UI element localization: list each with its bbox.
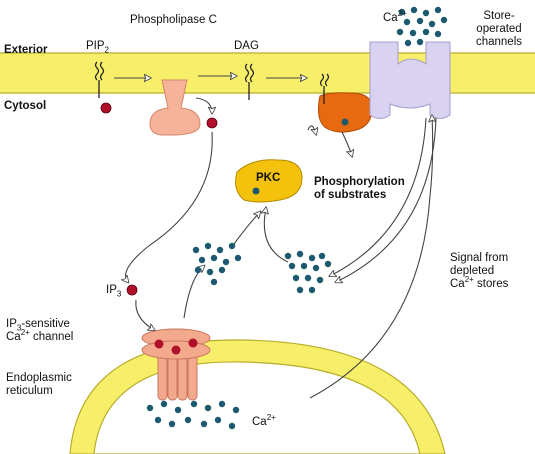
label-pkc: PKC	[256, 172, 281, 184]
calcium-ion	[154, 416, 162, 424]
ip3-sensitive-channel	[141, 328, 211, 401]
calcium-ion	[210, 254, 218, 262]
calcium-ion	[210, 278, 218, 286]
calcium-ion	[218, 266, 226, 274]
activated-pkc	[318, 73, 373, 133]
calcium-ion	[200, 420, 208, 428]
calcium-ion	[404, 39, 412, 47]
calcium-ion	[292, 274, 300, 282]
calcium-ion	[416, 17, 424, 25]
label-phospholipase-c: Phospholipase C	[130, 14, 217, 26]
label-phosphorylation: Phosphorylation of substrates	[314, 176, 405, 201]
calcium-ion	[204, 404, 212, 412]
calcium-ion	[184, 416, 192, 424]
calcium-ion	[318, 252, 326, 260]
calcium-ion	[396, 28, 404, 36]
calcium-ion	[296, 286, 304, 294]
calcium-ion	[204, 242, 212, 250]
label-ca-er: Ca2+	[252, 413, 276, 428]
calcium-ion	[428, 20, 436, 28]
label-ca-exterior: Ca2+	[383, 9, 407, 24]
calcium-ion	[308, 254, 316, 262]
calcium-ion	[206, 268, 214, 276]
label-ip3-sensitive-channel: IP3-sensitive Ca2+ channel	[6, 318, 74, 343]
label-cytosol: Cytosol	[4, 100, 47, 112]
calcium-ions-cytosol-right	[284, 250, 332, 294]
endoplasmic-reticulum	[69, 339, 446, 454]
label-ip3: IP3	[106, 284, 122, 299]
calcium-ion	[194, 266, 202, 274]
label-pip2: PIP2	[86, 40, 109, 55]
pip2-lipid	[94, 61, 112, 114]
ip3-molecule	[126, 284, 138, 296]
calcium-ion	[232, 406, 240, 414]
membrane-arrows	[114, 76, 306, 78]
calcium-ion	[422, 9, 430, 17]
pkc-enzyme	[235, 159, 303, 203]
calcium-ion	[308, 286, 316, 294]
calcium-ion	[316, 276, 324, 284]
pathway-arrows	[126, 97, 437, 399]
dag-lipid	[244, 63, 255, 100]
plasma-membrane	[0, 52, 535, 94]
calcium-ion	[214, 416, 222, 424]
calcium-ion	[416, 38, 424, 46]
calcium-ion	[440, 16, 448, 24]
calcium-ions-cytosol-left	[192, 242, 242, 286]
calcium-ion	[228, 422, 236, 430]
calcium-ion	[146, 404, 154, 412]
label-store-operated-channels: Store- operated channels	[475, 10, 523, 48]
calcium-ion	[434, 6, 442, 14]
calcium-ion	[218, 400, 226, 408]
calcium-ion	[304, 274, 312, 282]
label-signal-from-depleted-stores: Signal from depleted Ca2+ stores	[450, 252, 509, 290]
calcium-ion	[312, 264, 320, 272]
calcium-ion	[216, 246, 224, 254]
label-exterior: Exterior	[4, 44, 48, 56]
calcium-ion	[324, 260, 332, 268]
calcium-ion	[234, 254, 242, 262]
phospholipase-c-enzyme	[149, 79, 201, 136]
calcium-ion	[160, 400, 168, 408]
calcium-ion	[300, 262, 308, 270]
calcium-ion	[222, 258, 230, 266]
label-dag: DAG	[234, 40, 259, 52]
calcium-ion	[198, 256, 206, 264]
calcium-ion	[168, 420, 176, 428]
calcium-ion	[410, 6, 418, 14]
calcium-ion	[288, 262, 296, 270]
calcium-ion	[190, 400, 198, 408]
label-endoplasmic-reticulum: Endoplasmic reticulum	[6, 372, 72, 397]
calcium-ion	[422, 28, 430, 36]
calcium-ion	[192, 246, 200, 254]
calcium-ion	[228, 242, 236, 250]
calcium-ion	[403, 18, 411, 26]
calcium-ion	[284, 252, 292, 260]
calcium-ion	[434, 30, 442, 38]
calcium-ions-exterior	[396, 6, 448, 47]
calcium-ion	[409, 29, 417, 37]
ip3-molecule-released	[206, 117, 218, 129]
calcium-ion	[296, 250, 304, 258]
calcium-ions-er	[146, 400, 240, 430]
calcium-ion	[174, 406, 182, 414]
calcium-ion	[398, 8, 406, 16]
